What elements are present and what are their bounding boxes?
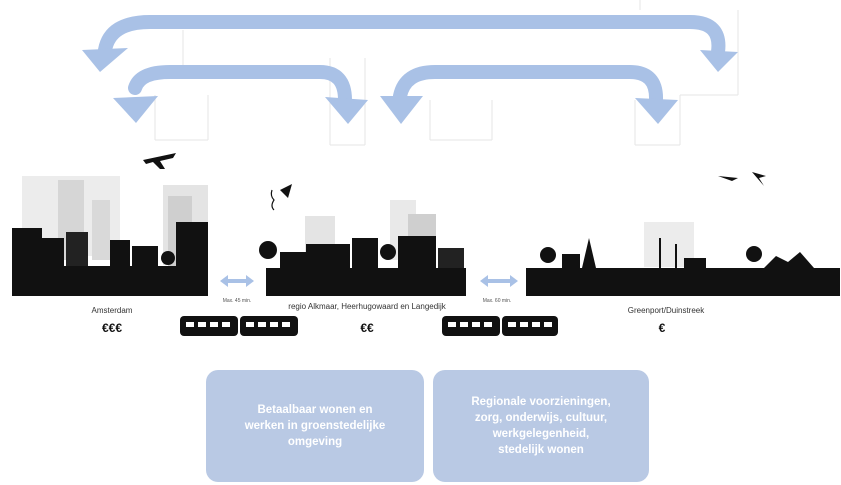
arrowhead-inner-4 <box>635 98 678 124</box>
double-arrow-right <box>480 275 518 287</box>
info-box-affordable-living: Betaalbaar wonen en werken in groenstede… <box>206 370 424 482</box>
bird-icon <box>752 172 766 186</box>
train-left <box>180 316 298 336</box>
arrowhead-right <box>700 50 738 72</box>
info-box-regional-facilities: Regionale voorzieningen, zorg, onderwijs… <box>433 370 649 482</box>
price-alkmaar: €€ <box>360 321 374 335</box>
price-amsterdam: €€€ <box>101 321 123 335</box>
info-box-text: Betaalbaar wonen en werken in groenstede… <box>244 404 386 448</box>
flow-arrows <box>98 15 726 107</box>
inner-arrow-right <box>393 65 663 107</box>
travel-time-right: Max. 60 min. <box>482 298 512 304</box>
bird-icon <box>718 176 738 181</box>
outer-arrow <box>98 15 726 59</box>
arrowhead-inner-2 <box>325 97 368 124</box>
arrowhead-inner-1 <box>113 96 158 123</box>
alkmaar-skyline <box>259 200 466 296</box>
airplane-icon <box>143 153 176 169</box>
greenport-skyline <box>526 222 840 296</box>
info-box-text: Regionale voorzieningen, zorg, onderwijs… <box>471 396 611 456</box>
arrowhead-left <box>82 48 128 72</box>
double-arrow-left <box>220 275 254 287</box>
arrow-heads <box>82 48 738 124</box>
amsterdam-skyline <box>12 176 208 296</box>
train-right <box>442 316 558 336</box>
inner-arrow-left <box>128 65 352 107</box>
kite-icon <box>270 184 292 211</box>
region-label-alkmaar: regio Alkmaar, Heerhugowaard en Langedij… <box>288 302 446 311</box>
region-label-amsterdam: Amsterdam <box>91 306 133 315</box>
arrowhead-inner-3 <box>380 96 423 124</box>
travel-arrows <box>220 275 518 287</box>
region-label-greenport: Greenport/Duinstreek <box>627 306 705 315</box>
aircraft <box>143 153 766 186</box>
travel-time-left: Max. 45 min. <box>222 298 252 304</box>
price-greenport: € <box>658 321 666 335</box>
